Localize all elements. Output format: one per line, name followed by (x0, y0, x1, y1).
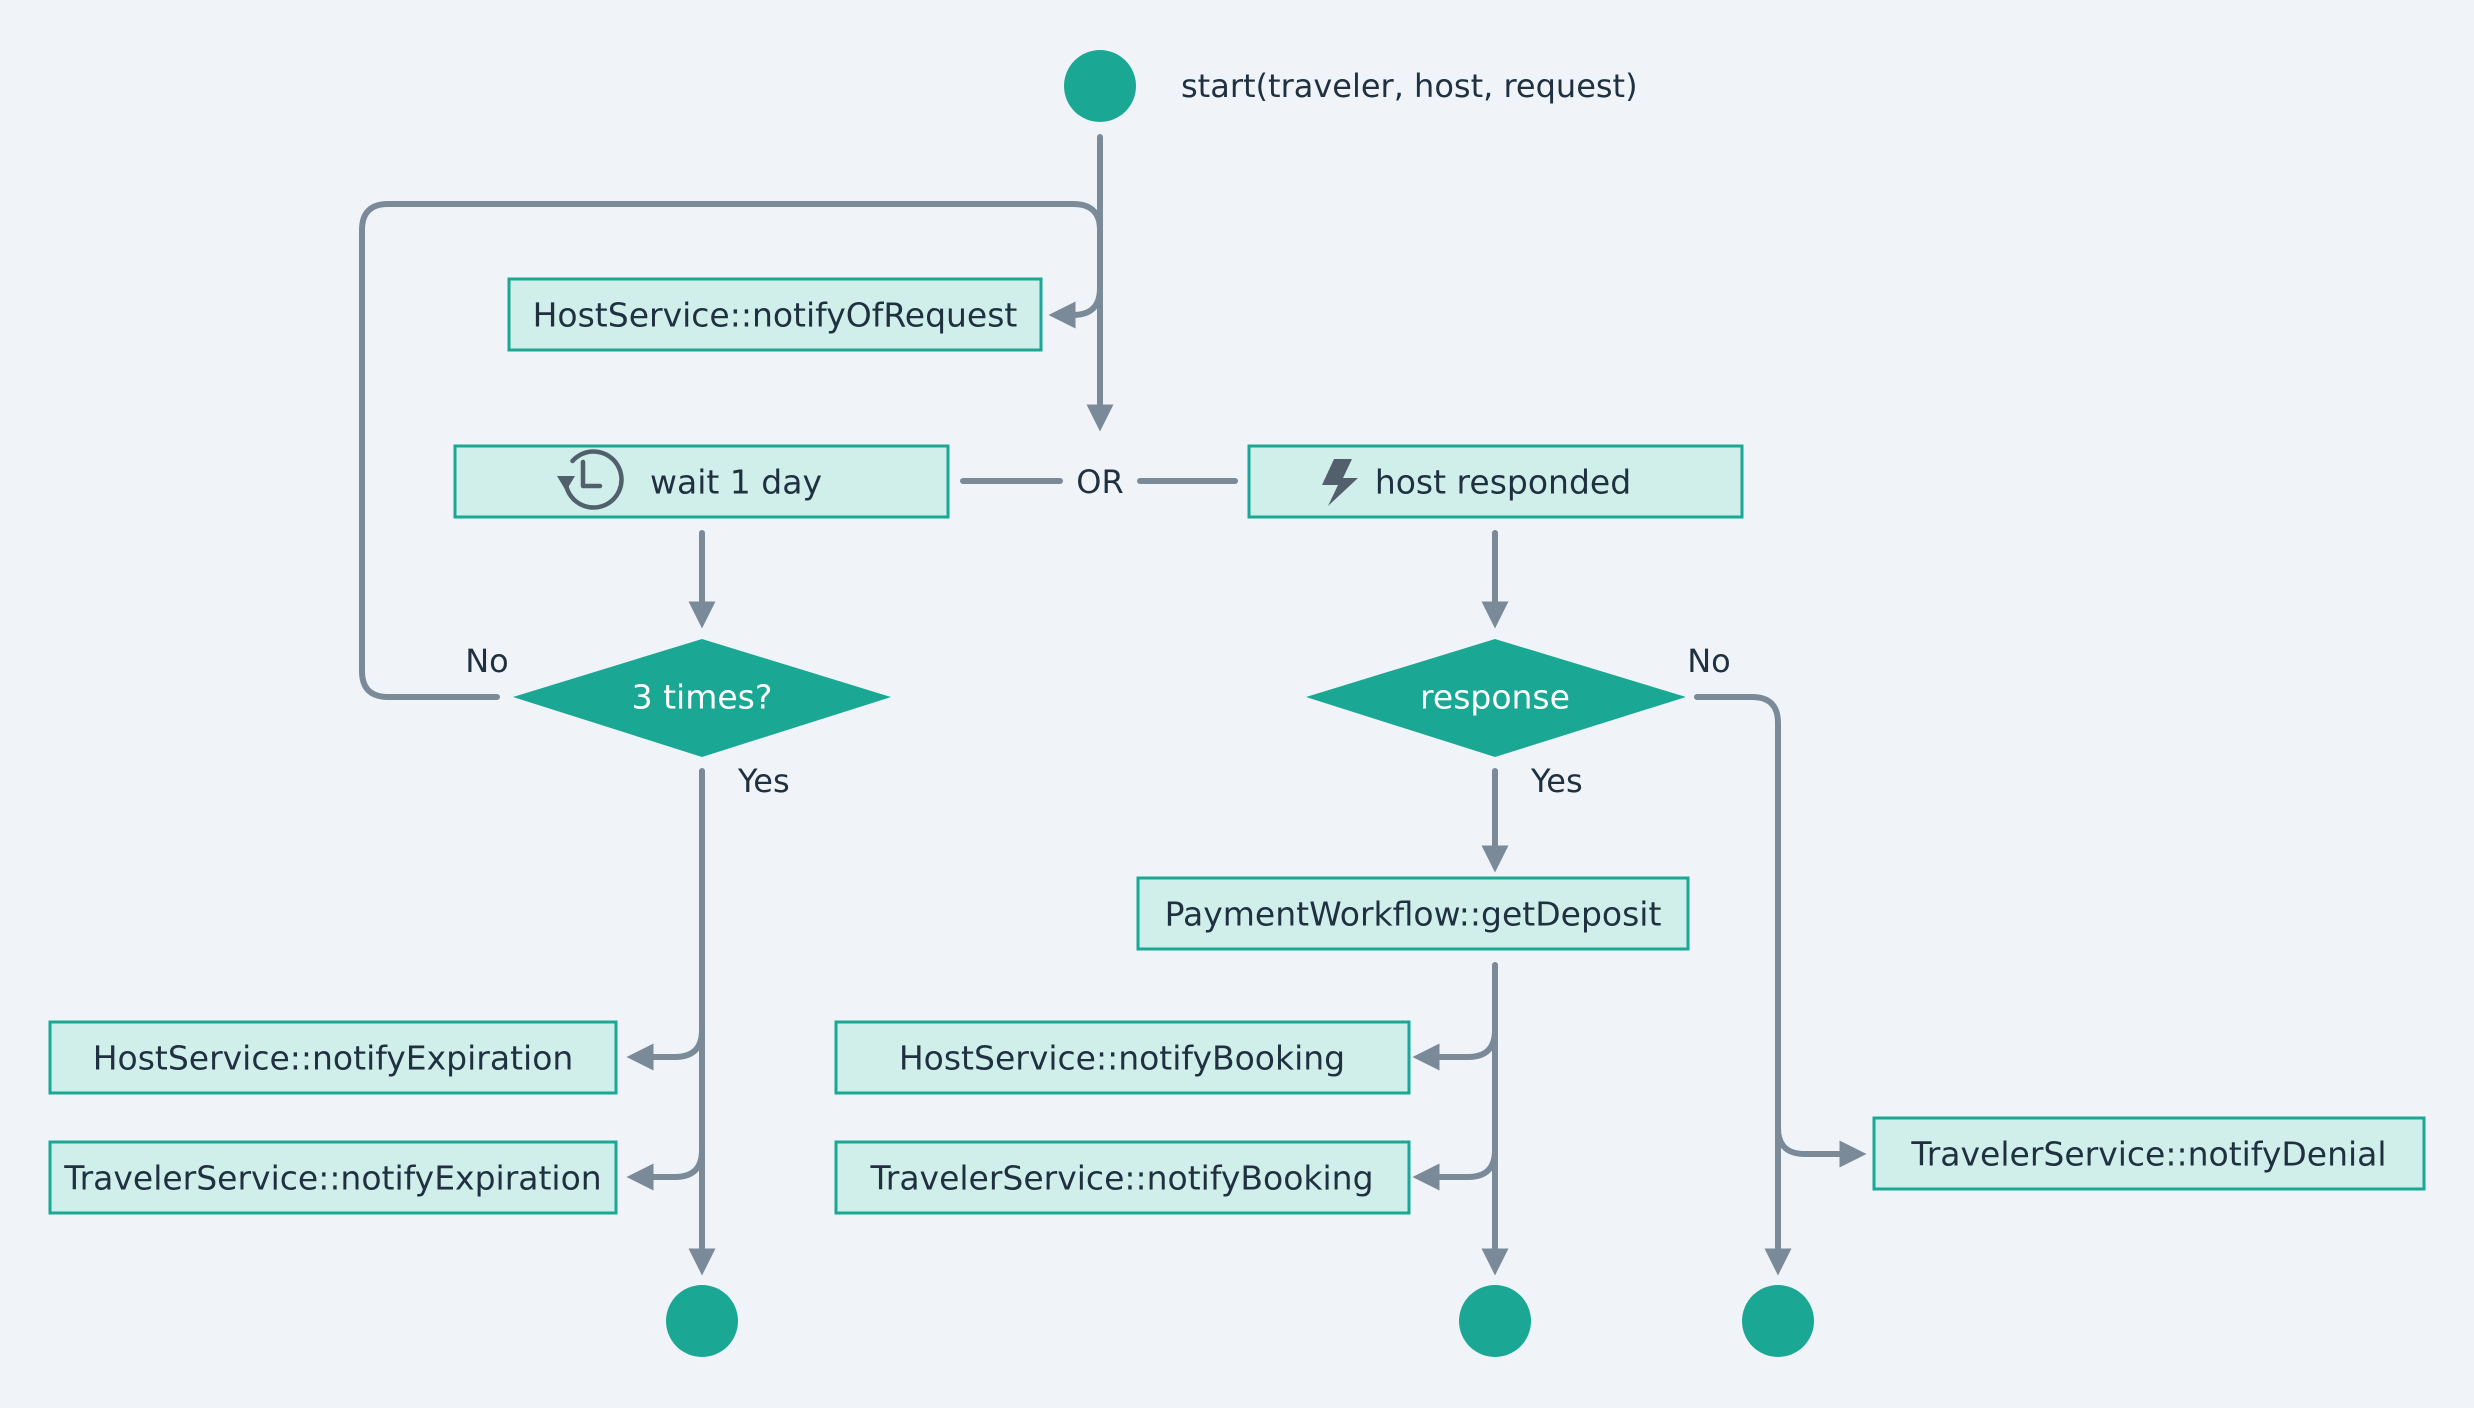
branch-label-yes-right: Yes (1530, 762, 1583, 800)
decision-three-times: 3 times? (513, 639, 891, 757)
node-wait: wait 1 day (453, 444, 950, 519)
node-host-responded: host responded (1247, 444, 1744, 519)
decision-response: response (1306, 639, 1686, 757)
end-node-denial (1742, 1285, 1814, 1357)
end-node-expiration (666, 1285, 738, 1357)
node-host-notify-booking: HostService::notifyBooking (834, 1020, 1411, 1095)
node-traveler-notify-denial-label: TravelerService::notifyDenial (1910, 1135, 2386, 1174)
connectors (359, 134, 1867, 1276)
branch-label-no-left: No (465, 642, 509, 680)
node-traveler-notify-booking-label: TravelerService::notifyBooking (869, 1159, 1373, 1198)
edge-to-traveler-notify-booking (1412, 1147, 1498, 1191)
node-notify-of-request-label: HostService::notifyOfRequest (533, 296, 1018, 335)
node-notify-of-request: HostService::notifyOfRequest (507, 277, 1043, 352)
node-traveler-notify-expiration-label: TravelerService::notifyExpiration (63, 1159, 601, 1198)
node-host-responded-label: host responded (1375, 463, 1631, 502)
or-label: OR (1076, 463, 1123, 501)
edge-to-host-notify-expiration (626, 1027, 705, 1071)
decision-response-label: response (1420, 678, 1570, 717)
node-traveler-notify-denial: TravelerService::notifyDenial (1872, 1116, 2426, 1191)
branch-label-no-right: No (1687, 642, 1731, 680)
node-wait-label: wait 1 day (650, 463, 822, 502)
node-traveler-notify-expiration: TravelerService::notifyExpiration (48, 1140, 618, 1215)
node-traveler-notify-booking: TravelerService::notifyBooking (834, 1140, 1411, 1215)
clock-icon (557, 449, 624, 510)
node-host-notify-expiration: HostService::notifyExpiration (48, 1020, 618, 1095)
edge-to-traveler-notify-denial (1775, 1125, 1867, 1168)
node-get-deposit-label: PaymentWorkflow::getDeposit (1165, 895, 1662, 934)
lightning-bolt-icon (1322, 459, 1358, 506)
start-label: start(traveler, host, request) (1181, 67, 1638, 105)
node-host-notify-booking-label: HostService::notifyBooking (899, 1039, 1345, 1078)
branch-label-yes-left: Yes (737, 762, 790, 800)
decision-three-times-label: 3 times? (632, 678, 773, 717)
start-node (1064, 50, 1136, 122)
end-node-booking (1459, 1285, 1531, 1357)
edge-to-traveler-notify-expiration (626, 1147, 705, 1191)
node-host-notify-expiration-label: HostService::notifyExpiration (93, 1039, 574, 1078)
edge-to-host-notify-booking (1412, 1027, 1498, 1071)
node-get-deposit: PaymentWorkflow::getDeposit (1136, 876, 1690, 951)
edge-response-no-to-end (1694, 694, 1792, 1276)
edge-to-notify-of-request (1048, 285, 1103, 329)
edge-loop-back (359, 201, 1103, 700)
